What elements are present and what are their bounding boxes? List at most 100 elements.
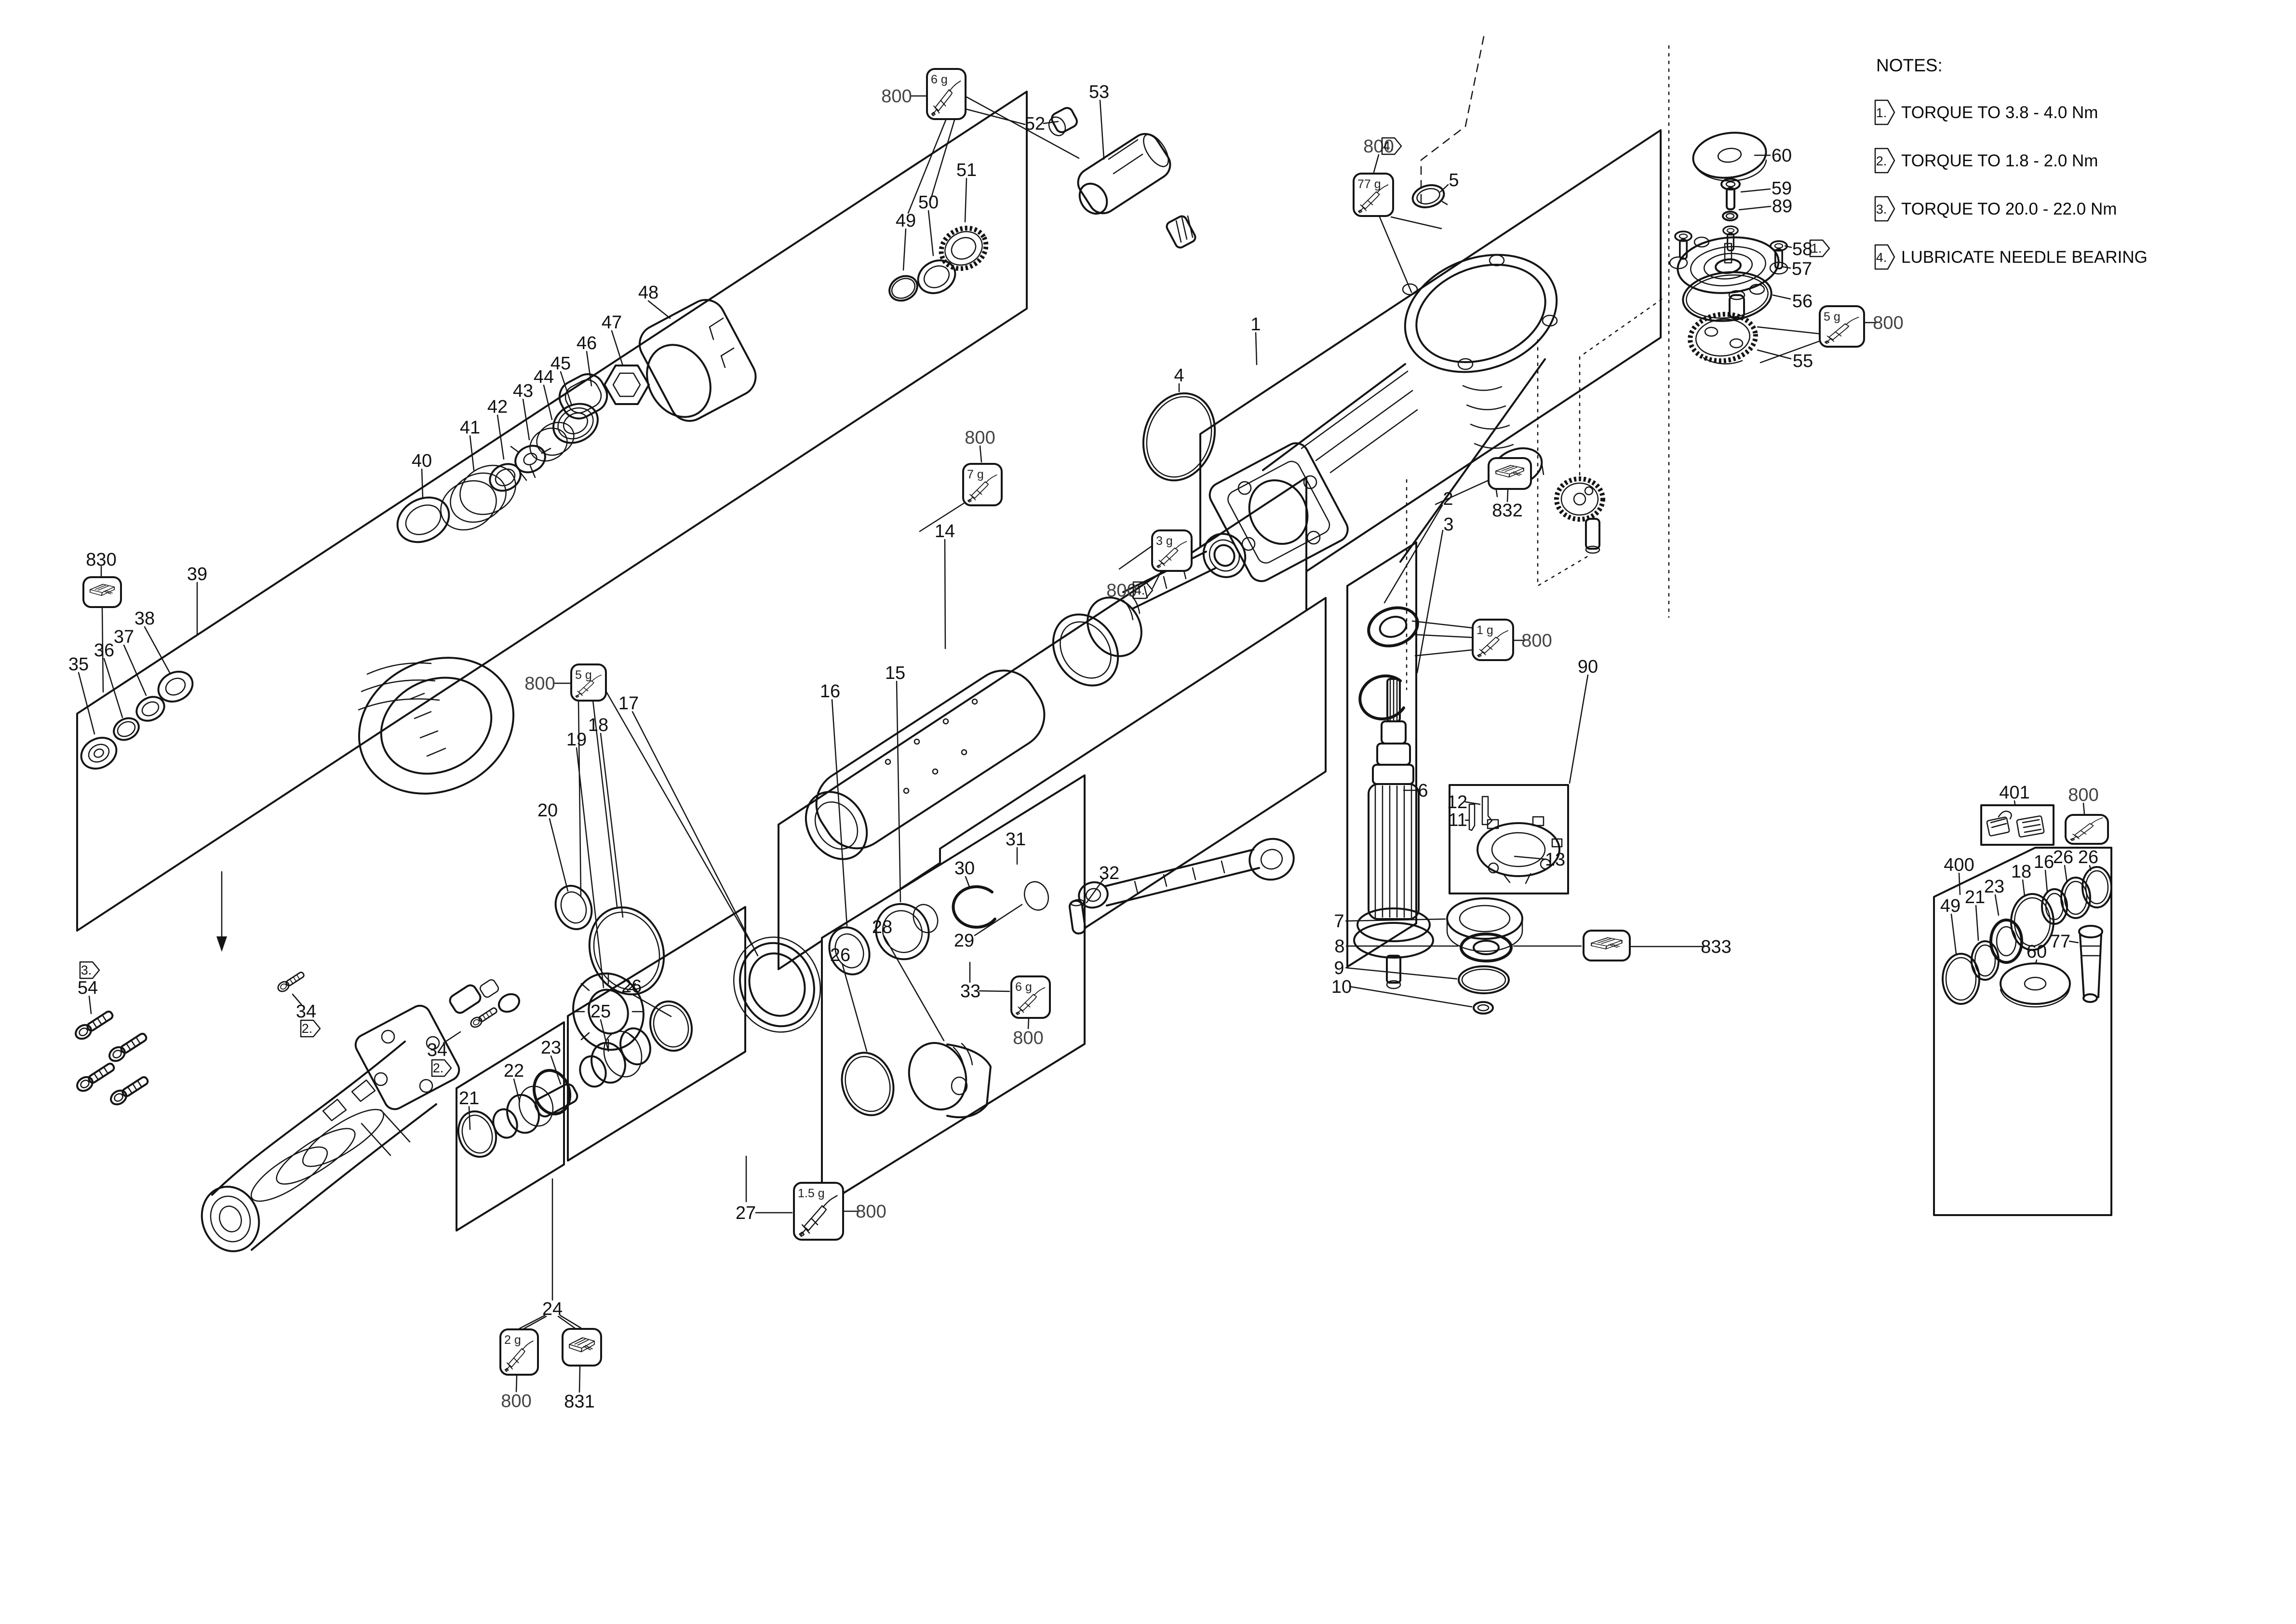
- grams-label: 1 g: [1477, 623, 1493, 637]
- kit-box-line: [965, 108, 1026, 125]
- paste-833-frame: [1583, 930, 1631, 961]
- note-flag-3.: 3.: [79, 961, 100, 979]
- kit-box-line: [929, 119, 955, 202]
- part-callout-31: 31: [1006, 829, 1026, 850]
- leader-line: [88, 995, 92, 1015]
- paste-830-frame: [82, 576, 122, 608]
- kit-box-line: [1757, 326, 1820, 335]
- note-flag-shape: [1874, 244, 1895, 270]
- part-callout-7: 7: [1334, 911, 1344, 932]
- leader-line: [560, 371, 572, 405]
- part-callout-13: 13: [1545, 850, 1565, 870]
- part-callout-400: 400: [1944, 855, 1974, 875]
- armature: [1353, 678, 1434, 989]
- part-callout-50: 50: [918, 192, 939, 213]
- chuck-assembly: [201, 871, 521, 1252]
- retainer-ring-5: [1411, 184, 1448, 208]
- part-callout-90: 90: [1578, 657, 1598, 677]
- leader-line: [549, 818, 569, 892]
- part-callout-800: 800: [501, 1391, 531, 1411]
- leader-line: [123, 644, 147, 696]
- leader-line: [964, 177, 967, 223]
- leader-line: [1958, 872, 1961, 895]
- leader-line: [632, 994, 672, 1017]
- leader-line: [2089, 865, 2092, 871]
- grams-label: 77 g: [1357, 177, 1381, 191]
- leader-line: [2044, 869, 2048, 893]
- connecting-rod-parts: [952, 838, 1295, 934]
- grease-plain-800: [2065, 814, 2109, 845]
- note-text: LUBRICATE NEEDLE BEARING: [1901, 248, 2148, 267]
- leader-line: [578, 1366, 581, 1393]
- kit-box-line: [1759, 340, 1820, 364]
- part-callout-51: 51: [956, 160, 977, 180]
- kit-box-line: [1411, 620, 1473, 629]
- kit-box-line: [577, 700, 582, 898]
- part-callout-14: 14: [935, 521, 955, 541]
- leader-line: [1152, 571, 1162, 589]
- part-callout-42: 42: [487, 397, 508, 417]
- leader-line: [1738, 205, 1772, 211]
- part-callout-800: 800: [856, 1202, 886, 1222]
- part-callout-58: 58: [1792, 239, 1813, 259]
- part-callout-53: 53: [1089, 82, 1109, 102]
- leader-line: [1975, 905, 1979, 941]
- leader-line: [523, 1315, 547, 1330]
- leader-line: [2022, 879, 2026, 897]
- band-spindle-kit-a: [456, 1021, 565, 1232]
- leader-line: [292, 993, 302, 1005]
- paste-832-frame: [1488, 457, 1532, 490]
- part-callout-24: 24: [542, 1299, 563, 1319]
- leader-line: [1569, 674, 1589, 784]
- part-callout-89: 89: [1772, 196, 1792, 217]
- note-flag-shape: [1874, 99, 1895, 125]
- note-flag-number: 2.: [1876, 154, 1887, 168]
- note-row-3: 3.TORQUE TO 20.0 - 22.0 Nm: [1874, 196, 2117, 222]
- leader-line: [831, 699, 848, 927]
- o-ring-4: [1142, 392, 1216, 482]
- part-callout-54: 54: [78, 978, 98, 998]
- part-callout-11: 11: [1448, 810, 1467, 830]
- leader-line: [2068, 940, 2079, 944]
- kit-box-line: [965, 95, 1080, 159]
- part-callout-45: 45: [551, 353, 571, 374]
- part-callout-800: 800: [1521, 631, 1552, 651]
- part-callout-6: 6: [1418, 781, 1428, 801]
- leader-line: [611, 330, 624, 366]
- note-flag-number: 3.: [1876, 202, 1887, 217]
- part-callout-19: 19: [566, 730, 587, 750]
- grease-6g-33: 6 g: [1010, 975, 1051, 1019]
- leader-line: [1464, 801, 1481, 805]
- kit-box-line: [1390, 216, 1442, 230]
- flag-number: 2.: [302, 1021, 313, 1036]
- leader-line: [1255, 332, 1258, 365]
- hammer-case-cover-assembly: [1669, 132, 1788, 365]
- grams-label: 5 g: [575, 668, 592, 682]
- part-callout-26: 26: [830, 945, 850, 965]
- part-callout-800: 800: [1363, 136, 1394, 157]
- note-text: TORQUE TO 3.8 - 4.0 Nm: [1901, 103, 2098, 122]
- part-callout-26: 26: [621, 976, 642, 997]
- assembly-bands: [76, 91, 2112, 1232]
- band-spindle-chain: [76, 91, 1028, 932]
- leader-line: [513, 1078, 521, 1103]
- part-callout-26: 26: [2053, 847, 2073, 867]
- leader-line: [883, 934, 945, 1042]
- part-callout-33: 33: [960, 981, 980, 1001]
- part-callout-800: 800: [524, 674, 555, 694]
- grams-label: 3 g: [1156, 534, 1173, 548]
- part-callout-8: 8: [1334, 936, 1344, 957]
- part-callout-37: 37: [114, 627, 134, 647]
- o-ring-4-inner: [1146, 396, 1212, 478]
- part-callout-18: 18: [2011, 862, 2031, 882]
- brush-kit-parts: [1468, 796, 1563, 884]
- leader-line: [1086, 878, 1105, 904]
- part-callout-401: 401: [1999, 783, 2029, 803]
- kit-box-line: [101, 607, 104, 693]
- note-flag-2.: 2.: [431, 1059, 452, 1077]
- leader-line: [647, 300, 671, 319]
- leader-line: [927, 210, 934, 257]
- kit-box-line: [1412, 634, 1473, 638]
- leader-line: [600, 732, 624, 918]
